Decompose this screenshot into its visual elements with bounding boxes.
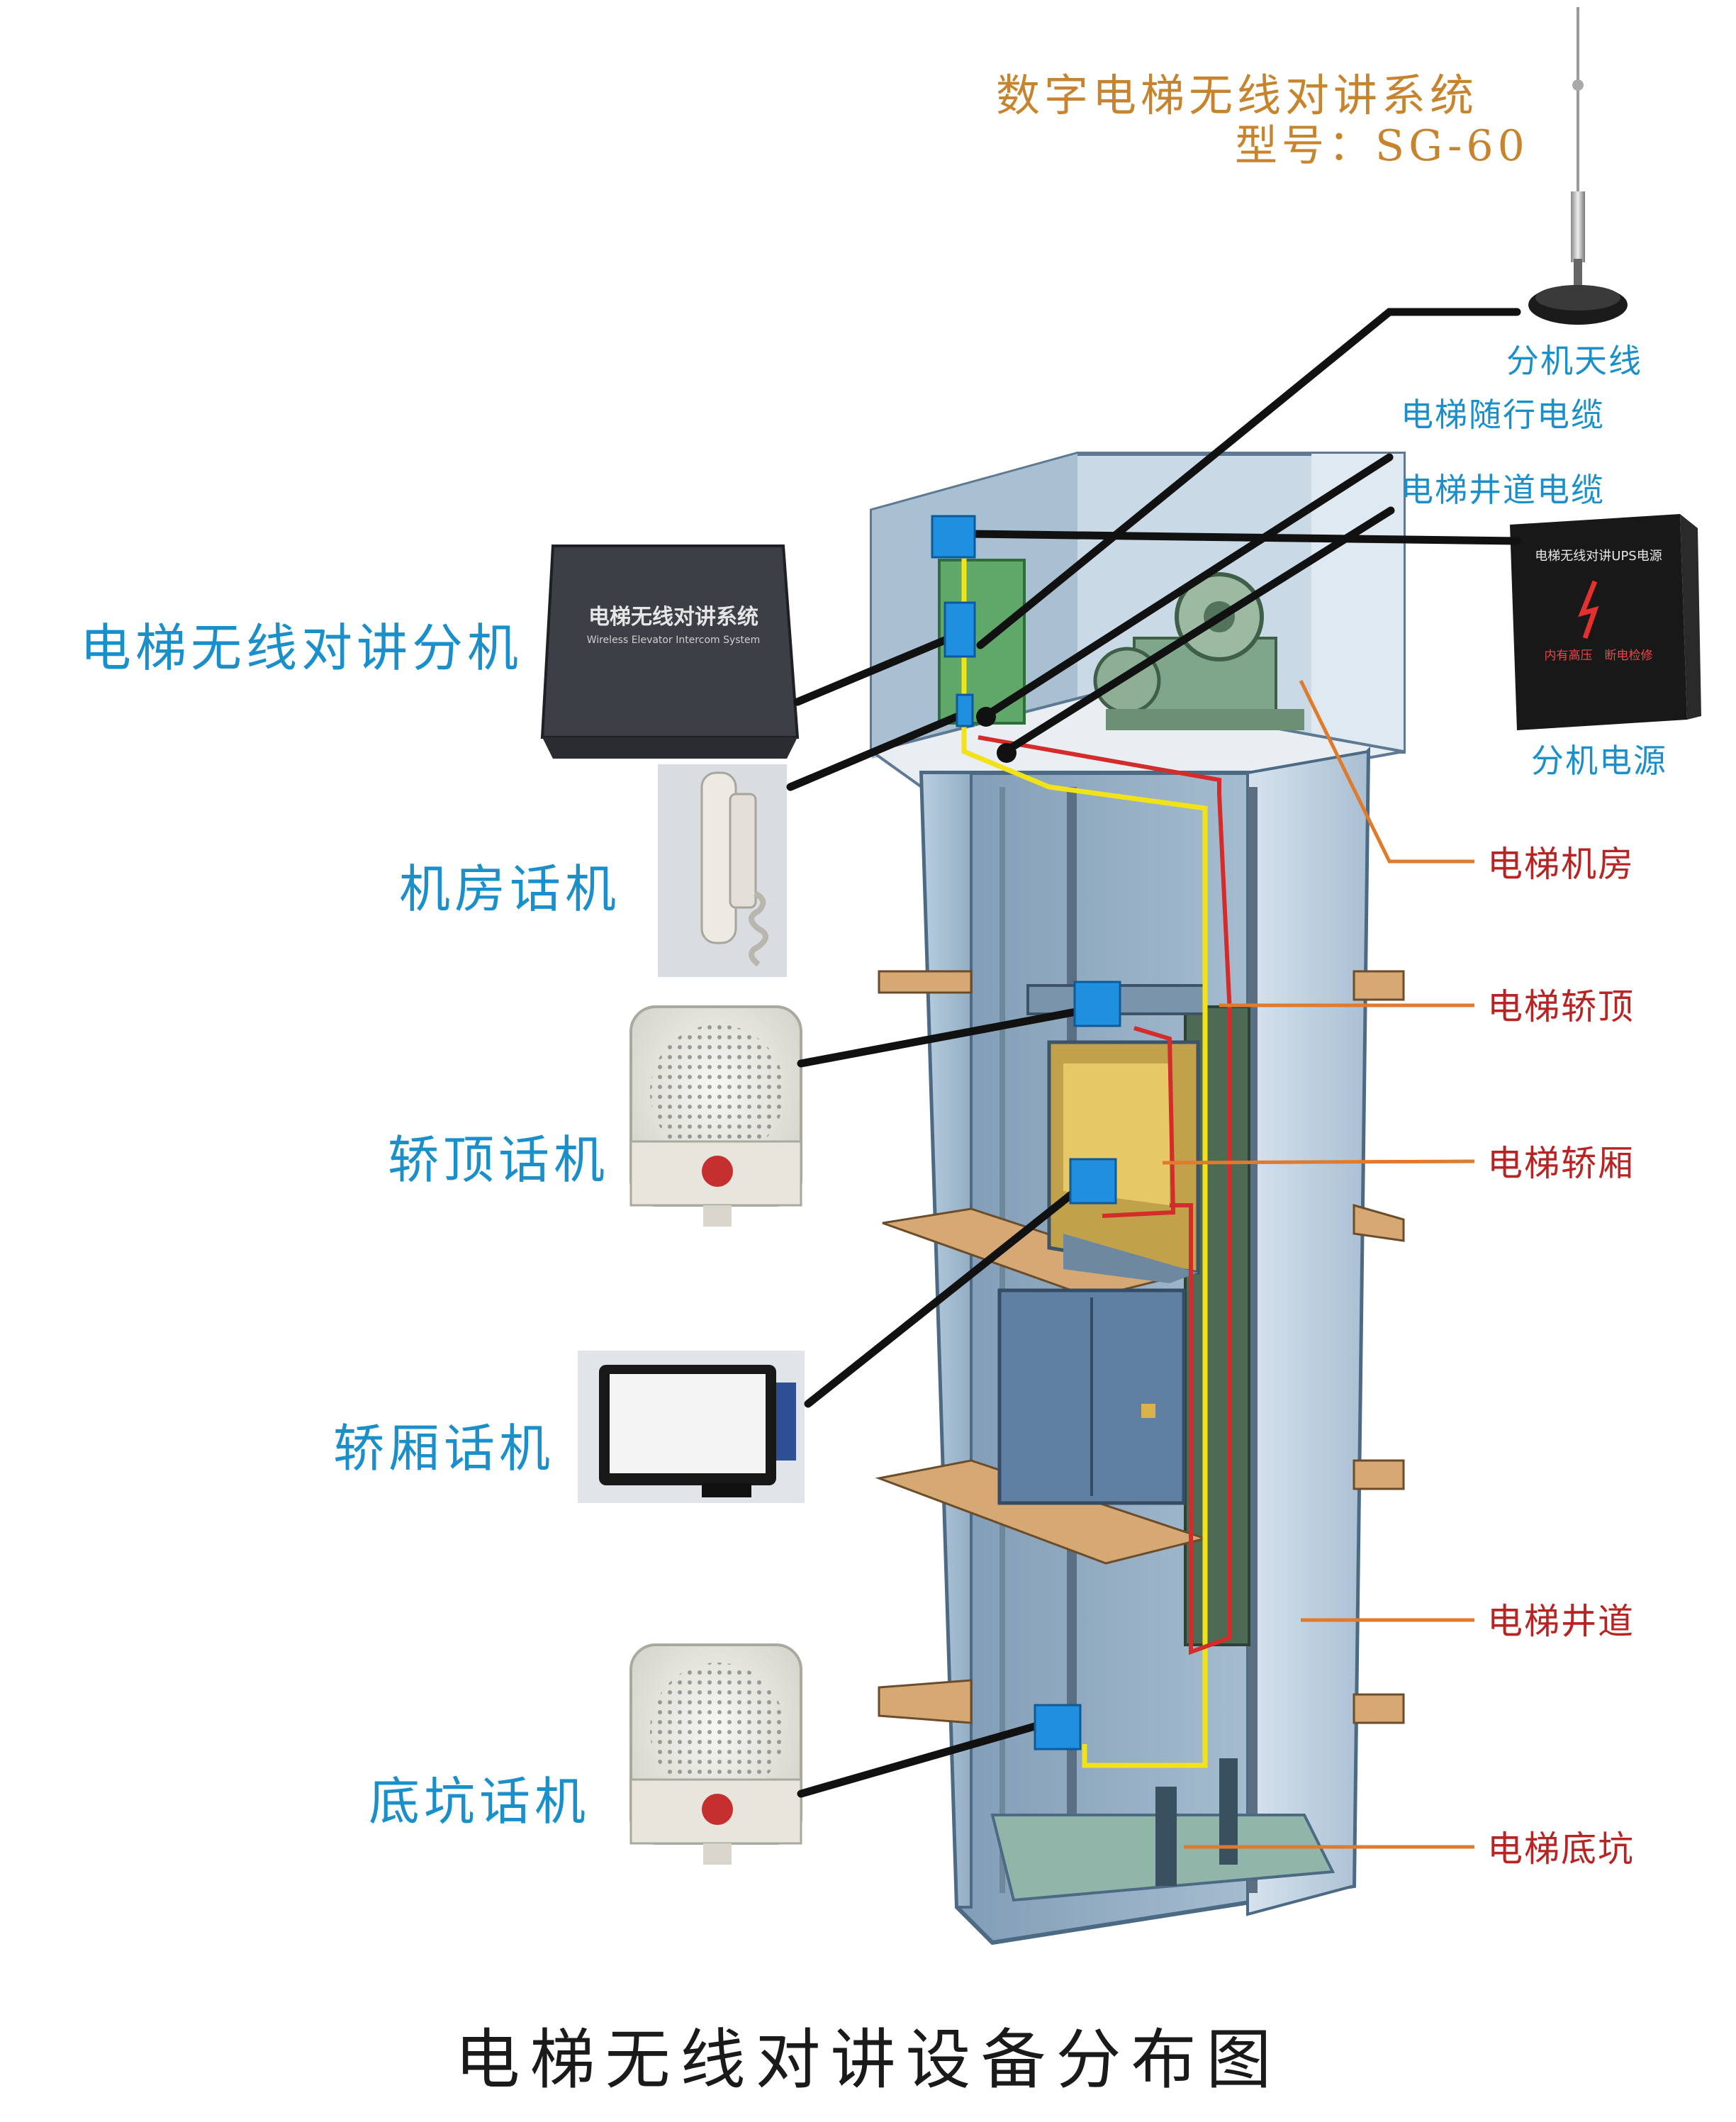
- device-leader-lines: [786, 308, 1521, 1798]
- shaft-label: 电梯井道: [1487, 1601, 1635, 1642]
- car-top-speaker-phone: [629, 1005, 802, 1227]
- shaft-cable-label: 电梯井道电缆: [1401, 471, 1605, 509]
- power-supply-box: [1510, 514, 1701, 730]
- part-leader-lines: [1162, 679, 1475, 1849]
- car-top-label: 电梯轿顶: [1487, 986, 1635, 1027]
- pit-label: 电梯底坑: [1487, 1828, 1635, 1870]
- connector-blocks: [931, 515, 1121, 1750]
- intercom-unit-label: 电梯无线对讲分机: [80, 618, 523, 678]
- power-box-warning: 内有高压 断电检修: [1545, 649, 1653, 663]
- diagram-caption: 电梯无线对讲设备分布图: [454, 2022, 1282, 2098]
- intercom-unit-box: [540, 545, 800, 759]
- handset-phone-icon: [658, 764, 787, 977]
- travel-cable-label: 电梯随行电缆: [1401, 396, 1605, 434]
- machine-room-label: 电梯机房: [1487, 844, 1635, 885]
- model-number: 型号：SG-60: [1235, 121, 1529, 171]
- car-label: 电梯轿厢: [1487, 1143, 1635, 1184]
- antenna-icon: [1528, 7, 1628, 325]
- pit-speaker-phone: [629, 1643, 802, 1865]
- pit-phone-label: 底坑话机: [369, 1772, 590, 1831]
- floor-slabs: [875, 970, 1405, 1724]
- antenna-label: 分机天线: [1506, 342, 1642, 380]
- machine-room-phone-label: 机房话机: [399, 859, 621, 919]
- car-intercom-panel: [578, 1351, 805, 1503]
- intercom-box-subtext: Wireless Elevator Intercom System: [587, 635, 761, 646]
- traction-machine-icon: [1093, 572, 1304, 730]
- intercom-box-text: 电梯无线对讲系统: [588, 605, 758, 630]
- car-phone-label: 轿厢话机: [333, 1419, 555, 1478]
- shaft-cable-yellow: [961, 546, 1208, 1768]
- landing-door: [997, 1288, 1186, 1505]
- power-box-title: 电梯无线对讲UPS电源: [1535, 549, 1662, 564]
- system-title: 数字电梯无线对讲系统: [996, 69, 1479, 121]
- car-top-phone-label: 轿顶话机: [388, 1130, 610, 1190]
- power-supply-label: 分机电源: [1531, 742, 1667, 780]
- travel-cable-red: [978, 735, 1232, 1655]
